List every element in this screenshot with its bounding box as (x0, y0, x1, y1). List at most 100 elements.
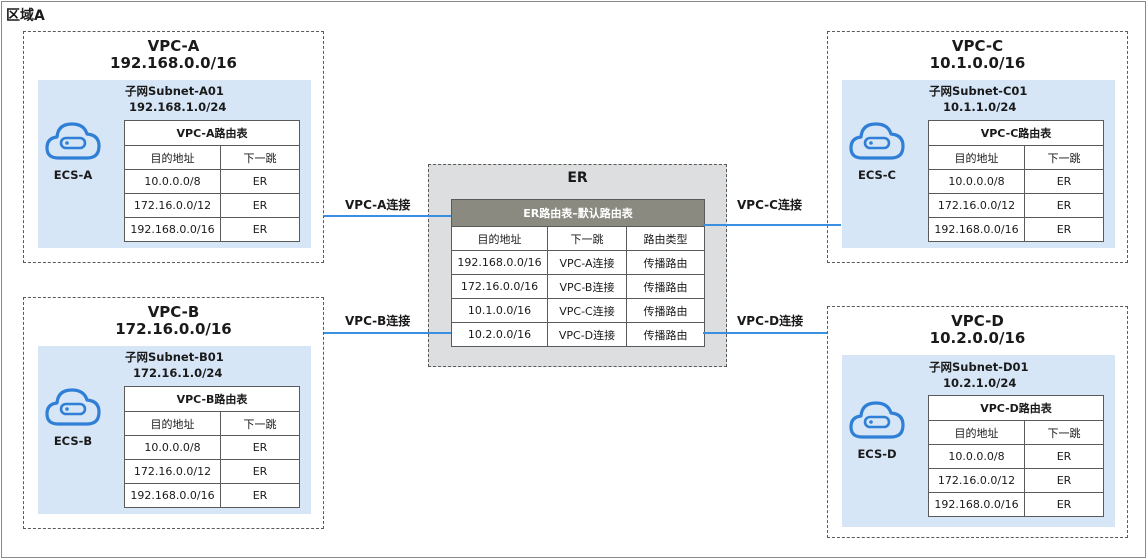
next-hop-cell: ER (1023, 193, 1105, 218)
vpc-a-box: VPC-A 192.168.0.0/16 子网Subnet-A01 192.16… (23, 31, 324, 263)
destination-cell: 10.0.0.0/8 (928, 444, 1025, 469)
vpc-a-connection-label: VPC-A连接 (345, 198, 411, 212)
destination-cell: 192.168.0.0/16 (928, 217, 1025, 242)
subnet-b01-cidr: 172.16.1.0/24 (133, 366, 223, 380)
destination-cell: 192.168.0.0/16 (451, 250, 548, 275)
destination-cell: 192.168.0.0/16 (928, 492, 1025, 517)
cloud-server-icon (848, 118, 906, 168)
destination-cell: 172.16.0.0/12 (928, 193, 1025, 218)
er-route-table-title: ER路由表–默认路由表 (451, 199, 705, 227)
vpc-d-name: VPC-D (951, 312, 1004, 330)
column-header: 目的地址 (124, 411, 221, 436)
vpc-b-connection-line (324, 332, 451, 334)
destination-cell: 10.0.0.0/8 (124, 169, 221, 194)
vpc-c-connection-label: VPC-C连接 (737, 198, 802, 212)
route-type-cell: 传播路由 (626, 274, 705, 299)
cloud-server-icon (44, 384, 102, 434)
next-hop-cell: ER (219, 459, 301, 484)
column-header: 下一跳 (1023, 420, 1105, 445)
vpc-c-name: VPC-C (951, 37, 1004, 55)
route-table-title: VPC-C路由表 (927, 120, 1105, 146)
subnet-b01: 子网Subnet-B01 172.16.1.0/24 ECS-B VPC-B路由… (38, 346, 311, 514)
vpc-a-name: VPC-A (147, 37, 200, 55)
next-hop-cell: VPC-D连接 (547, 322, 627, 347)
next-hop-cell: VPC-A连接 (547, 250, 627, 275)
destination-cell: 172.16.0.0/12 (928, 468, 1025, 493)
vpc-d-cidr: 10.2.0.0/16 (929, 329, 1026, 347)
route-table-title: VPC-A路由表 (123, 120, 301, 146)
destination-cell: 10.2.0.0/16 (451, 322, 548, 347)
subnet-a01-name: 子网Subnet-A01 (125, 84, 224, 98)
route-table-title: VPC-D路由表 (927, 395, 1105, 421)
next-hop-cell: ER (219, 435, 301, 460)
route-type-cell: 传播路由 (626, 250, 705, 275)
vpc-b-box: VPC-B 172.16.0.0/16 子网Subnet-B01 172.16.… (23, 297, 324, 529)
vpc-d-connection-label: VPC-D连接 (737, 314, 804, 328)
er-box: ER ER路由表–默认路由表 目的地址下一跳路由类型 192.168.0.0/1… (428, 164, 727, 367)
column-header: 下一跳 (219, 411, 301, 436)
next-hop-cell: ER (1023, 492, 1105, 517)
subnet-d01-name: 子网Subnet-D01 (929, 360, 1029, 374)
vpc-d-connection-line (703, 332, 827, 334)
destination-cell: 172.16.0.0/12 (124, 193, 221, 218)
destination-cell: 172.16.0.0/12 (124, 459, 221, 484)
ecs-c-label: ECS-C (857, 168, 896, 182)
vpc-c-cidr: 10.1.0.0/16 (929, 54, 1026, 72)
cloud-server-icon (44, 118, 102, 168)
next-hop-cell: VPC-C连接 (547, 298, 627, 323)
ecs-b-label: ECS-B (53, 434, 93, 448)
cloud-server-icon (848, 397, 906, 447)
next-hop-cell: VPC-B连接 (547, 274, 627, 299)
subnet-d01: 子网Subnet-D01 10.2.1.0/24 ECS-D VPC-D路由表 … (842, 355, 1115, 527)
column-header: 目的地址 (451, 226, 548, 251)
er-title: ER (567, 170, 588, 186)
next-hop-cell: ER (219, 483, 301, 508)
route-type-cell: 传播路由 (626, 322, 705, 347)
subnet-a01-cidr: 192.168.1.0/24 (129, 100, 227, 114)
vpc-b-cidr: 172.16.0.0/16 (115, 320, 232, 338)
region-title: 区域A (6, 8, 45, 24)
ecs-d-label: ECS-D (857, 447, 897, 461)
destination-cell: 192.168.0.0/16 (124, 217, 221, 242)
column-header: 下一跳 (1023, 145, 1105, 170)
vpc-d-box: VPC-D 10.2.0.0/16 子网Subnet-D01 10.2.1.0/… (827, 306, 1128, 538)
vpc-b-name: VPC-B (147, 303, 200, 321)
next-hop-cell: ER (1023, 444, 1105, 469)
ecs-a-label: ECS-A (53, 168, 93, 182)
next-hop-cell: ER (219, 217, 301, 242)
destination-cell: 192.168.0.0/16 (124, 483, 221, 508)
next-hop-cell: ER (219, 193, 301, 218)
vpc-a-connection-line (324, 215, 451, 217)
column-header: 目的地址 (124, 145, 221, 170)
column-header: 目的地址 (928, 145, 1025, 170)
subnet-c01: 子网Subnet-C01 10.1.1.0/24 ECS-C VPC-C路由表 … (842, 80, 1115, 248)
vpc-b-connection-label: VPC-B连接 (345, 314, 411, 328)
destination-cell: 172.16.0.0/16 (451, 274, 548, 299)
subnet-c01-name: 子网Subnet-C01 (929, 84, 1028, 98)
next-hop-cell: ER (1023, 468, 1105, 493)
vpc-c-box: VPC-C 10.1.0.0/16 子网Subnet-C01 10.1.1.0/… (827, 31, 1128, 263)
subnet-a01: 子网Subnet-A01 192.168.1.0/24 ECS-A VPC-A路… (38, 80, 311, 248)
next-hop-cell: ER (1023, 169, 1105, 194)
subnet-b01-name: 子网Subnet-B01 (125, 350, 224, 364)
subnet-d01-cidr: 10.2.1.0/24 (943, 376, 1017, 390)
